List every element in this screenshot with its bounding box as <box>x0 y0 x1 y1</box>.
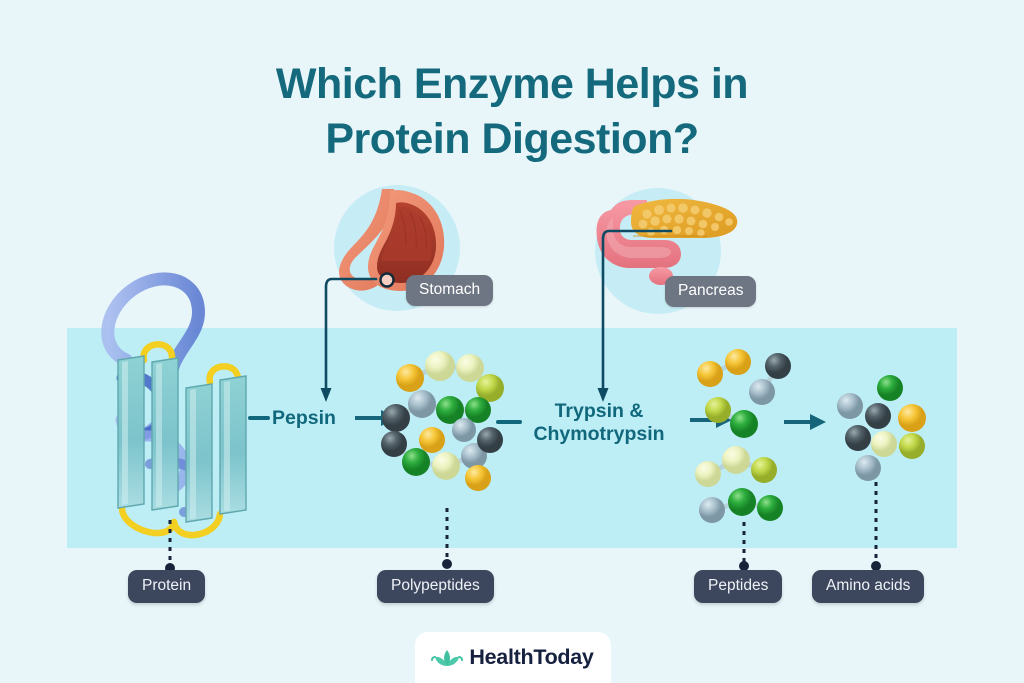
organ-label-pancreas: Pancreas <box>665 276 757 307</box>
enzyme-label-pepsin: Pepsin <box>272 407 336 429</box>
stomach-icon <box>339 189 445 291</box>
stage-label-amino-acids: Amino acids <box>812 570 925 603</box>
process-band <box>67 328 957 548</box>
title-line-2: Protein Digestion? <box>325 115 699 164</box>
leader-polypeptides <box>442 508 452 569</box>
trypsin-line-2: Chymotrypsin <box>533 422 665 445</box>
amino-acid-spheres <box>837 375 926 481</box>
peptide-fragments <box>695 349 791 523</box>
leader-protein <box>165 520 175 573</box>
stage-label-polypeptides: Polypeptides <box>377 570 494 603</box>
brand-name-part2: Today <box>533 645 594 669</box>
lotus-icon <box>431 649 464 666</box>
pepsin-dash <box>248 416 270 420</box>
brand-logo: HealthToday <box>415 632 611 683</box>
brand-name: HealthToday <box>469 645 593 670</box>
title-line-1: Which Enzyme Helps in <box>275 60 749 108</box>
protein-ribbon-structure <box>101 272 247 539</box>
organ-group-stomach: Stomach <box>310 183 540 311</box>
stage-label-peptides: Peptides <box>694 570 783 603</box>
brand-name-part1: Health <box>469 645 534 669</box>
enzyme-label-trypsin-chymotrypsin: Trypsin & Chymotrypsin <box>506 400 692 446</box>
stage-label-protein: Protein <box>128 570 206 603</box>
page-title: Which Enzyme Helps in Protein Digestion? <box>0 57 1024 167</box>
trypsin-dash <box>496 420 522 424</box>
connector-pancreas-to-trypsin <box>597 229 673 402</box>
organ-label-stomach: Stomach <box>406 275 494 306</box>
arrow-to-amino-acids <box>784 414 826 430</box>
trypsin-line-1: Trypsin & <box>554 400 644 422</box>
polypeptide-chain <box>381 351 504 491</box>
leader-amino-acids <box>871 482 881 571</box>
connector-stomach-to-pepsin <box>320 277 378 402</box>
pancreas-icon <box>596 198 738 285</box>
leader-peptides <box>739 522 749 571</box>
organ-group-pancreas: Pancreas <box>585 180 805 314</box>
